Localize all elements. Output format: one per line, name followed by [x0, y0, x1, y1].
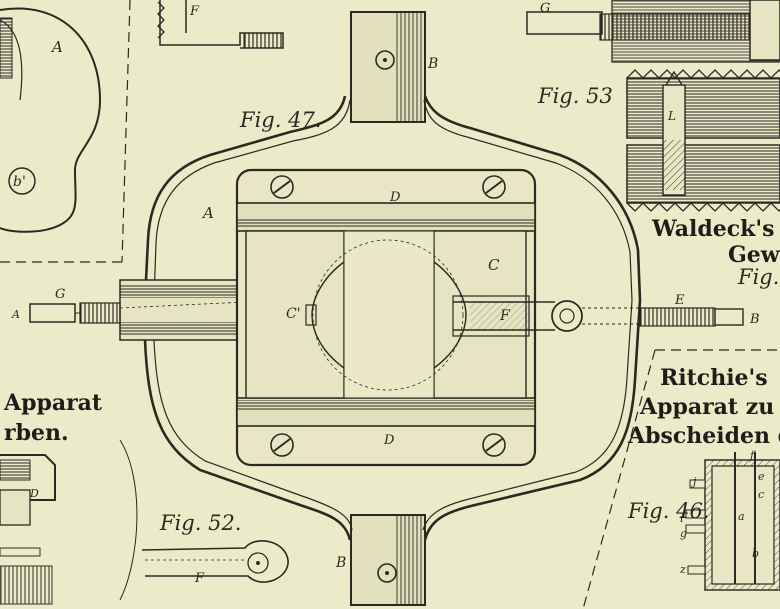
bottom-left-apparatus — [0, 439, 138, 605]
screw-top-left — [270, 175, 294, 199]
figure-partial-title: Fig. — [737, 265, 779, 289]
left-heading-line1: Apparat — [3, 390, 103, 416]
waldeck-heading-line2: Gew — [728, 242, 780, 268]
ritchie-heading-line3: Abscheiden d — [627, 423, 780, 449]
left-heading-line2: rben. — [4, 420, 69, 446]
label-z: z — [679, 563, 686, 576]
label-B-bottom: B — [335, 555, 346, 571]
label-C: C — [488, 256, 500, 274]
label-i: i — [680, 512, 684, 525]
figure-53-screw-top — [526, 0, 780, 63]
figure-47-clamp — [29, 11, 744, 606]
label-G-top: G — [540, 1, 550, 16]
waldeck-thread-section — [626, 69, 780, 212]
label-B-right: B — [749, 312, 760, 327]
label-D-left: D — [29, 487, 39, 500]
label-b: b — [752, 547, 759, 560]
label-F-top: F — [189, 4, 200, 19]
ritchie-heading-line2: Apparat zu — [639, 394, 774, 420]
label-A-topleft: A — [50, 38, 63, 56]
label-A-left: A — [11, 308, 20, 321]
screw-bottom-right — [482, 433, 506, 457]
ritchie-apparatus-figure — [582, 349, 780, 609]
screw-bottom-left — [270, 433, 294, 457]
label-F-fig52: F — [194, 571, 205, 586]
label-B-top: B — [427, 56, 438, 72]
figure-53-title: Fig. 53 — [537, 84, 613, 108]
screw-top-right — [482, 175, 506, 199]
figure-47-title: Fig. 47. — [239, 108, 321, 132]
label-A-outer: A — [201, 204, 214, 222]
label-f: f — [749, 449, 756, 462]
label-G-left: G — [55, 287, 65, 302]
label-L: L — [667, 109, 676, 123]
label-c: c — [758, 488, 764, 501]
label-D-top: D — [389, 190, 401, 205]
waldeck-heading-line1: Waldeck's — [651, 216, 775, 242]
top-left-part-figure — [157, 0, 284, 49]
label-a: a — [738, 510, 745, 523]
left-apparatus-figure — [0, 0, 131, 263]
label-j: j — [690, 475, 697, 488]
ritchie-heading-line1: Ritchie's — [660, 365, 768, 391]
label-E: E — [674, 293, 685, 308]
figure-52-lever — [141, 540, 289, 583]
figure-46-title: Fig. 46. — [627, 499, 709, 523]
label-b-prime: b' — [13, 174, 26, 190]
label-D-bottom: D — [383, 433, 395, 448]
label-F-main: F — [499, 308, 511, 324]
label-e: e — [758, 470, 765, 483]
label-g: g — [680, 527, 687, 540]
figure-52-title: Fig. 52. — [159, 511, 241, 535]
label-C-prime: C' — [286, 306, 301, 322]
